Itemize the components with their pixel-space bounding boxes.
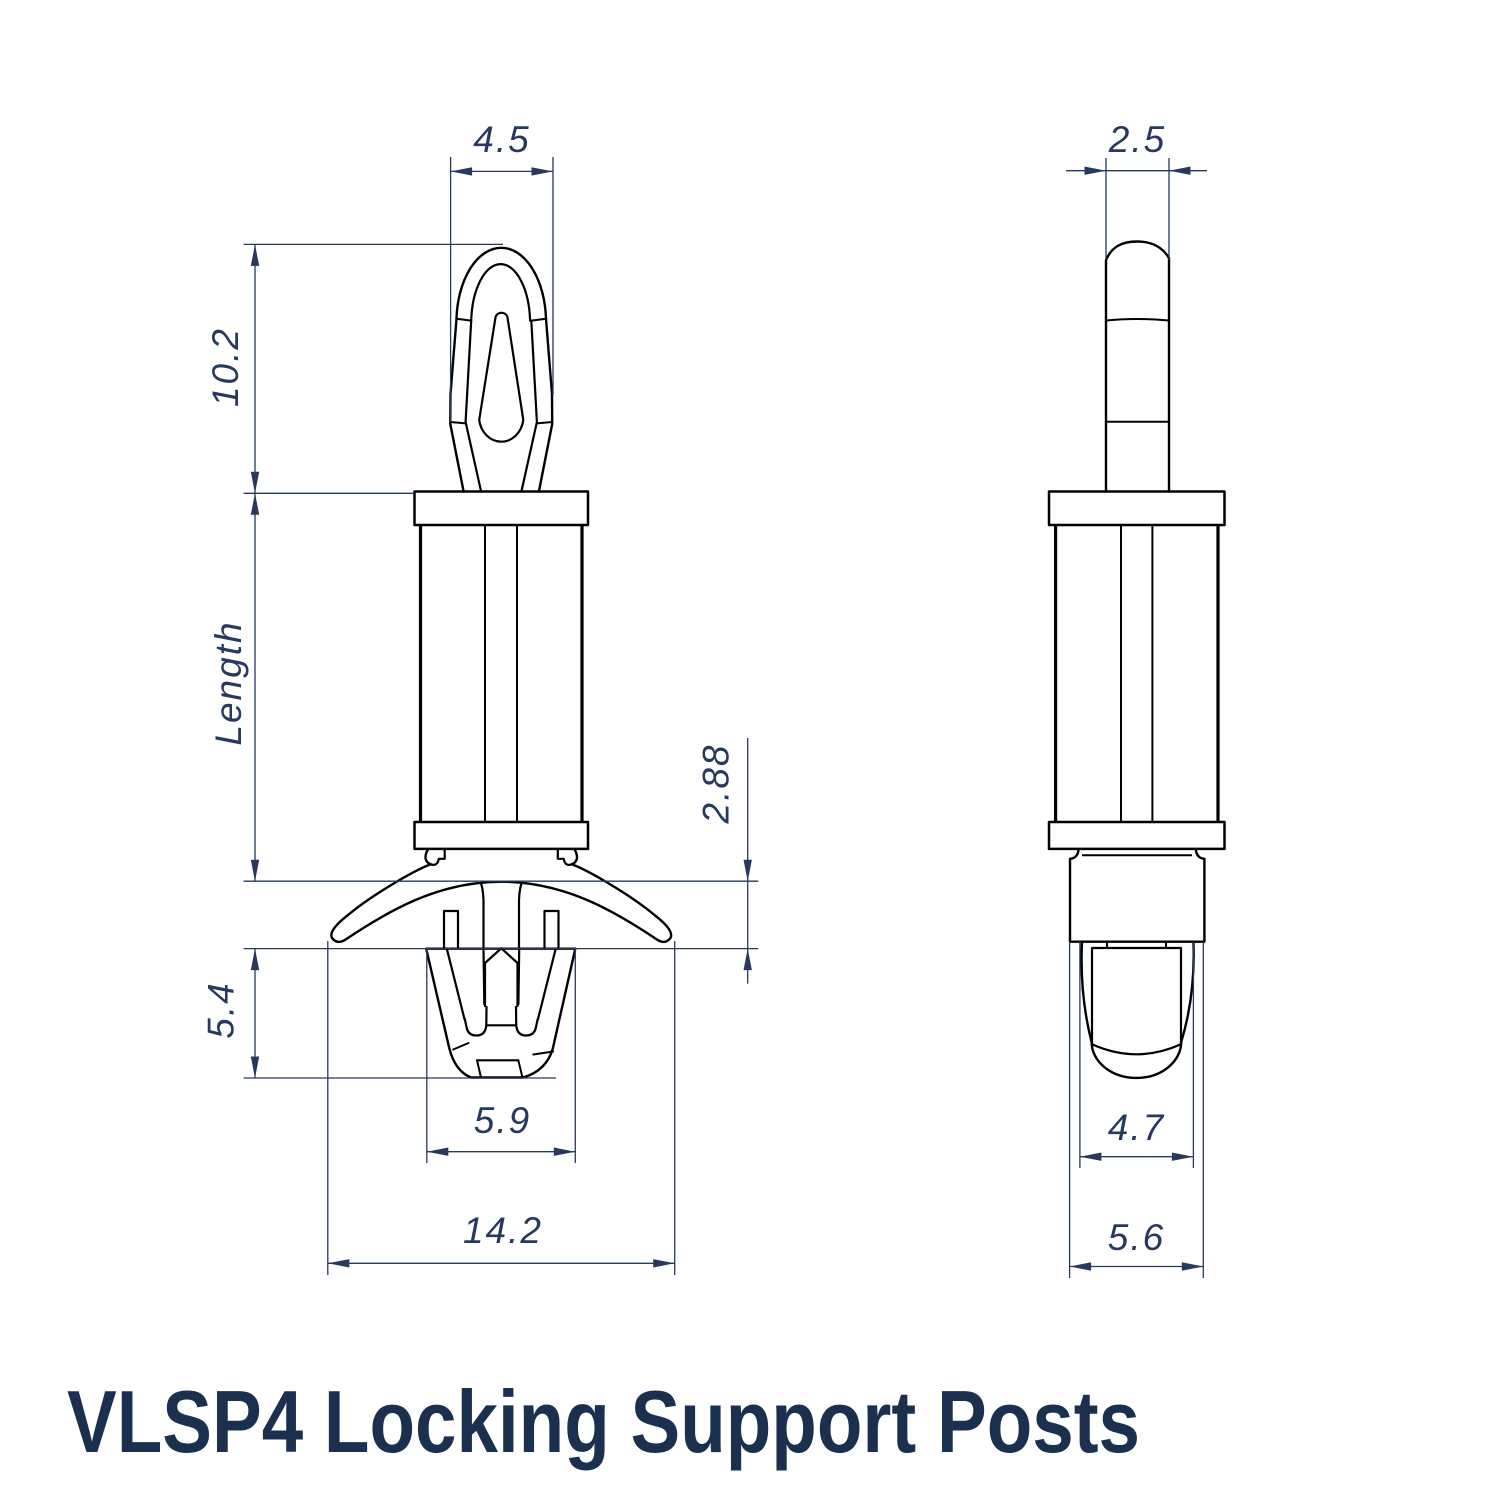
svg-text:5.4: 5.4	[201, 981, 242, 1038]
svg-text:5.9: 5.9	[474, 1100, 531, 1141]
svg-text:2.5: 2.5	[1108, 119, 1166, 160]
svg-text:2.88: 2.88	[696, 743, 737, 824]
svg-text:4.5: 4.5	[473, 119, 530, 160]
svg-text:10.2: 10.2	[205, 327, 246, 407]
svg-text:VLSP4 Locking Support Posts: VLSP4 Locking Support Posts	[67, 1372, 1140, 1471]
svg-text:14.2: 14.2	[463, 1210, 543, 1251]
svg-text:Length: Length	[208, 620, 249, 745]
svg-text:4.7: 4.7	[1108, 1107, 1165, 1148]
svg-text:5.6: 5.6	[1108, 1217, 1165, 1258]
